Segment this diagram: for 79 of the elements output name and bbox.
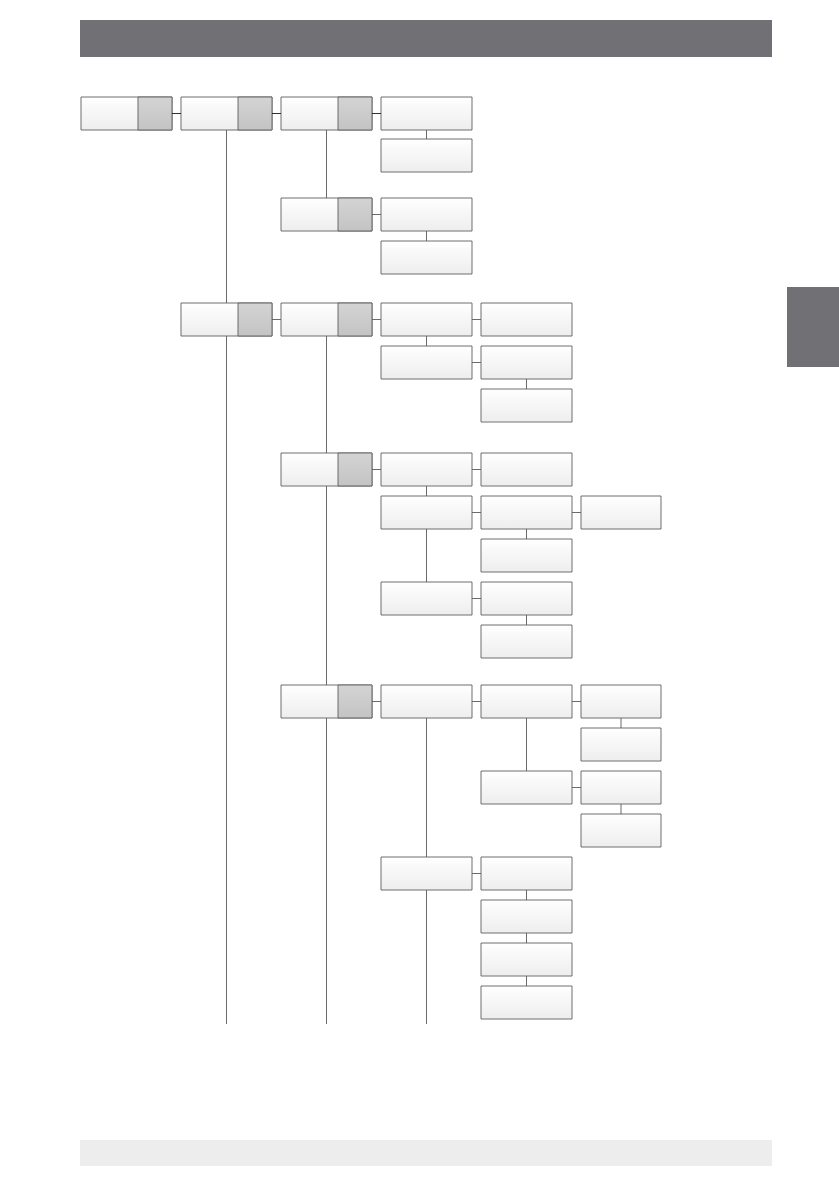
connector-line [471, 512, 482, 513]
empty-box [480, 770, 573, 805]
split-box [280, 302, 373, 337]
connector-line [571, 512, 582, 513]
empty-box [380, 302, 473, 337]
connector-line [371, 214, 382, 215]
connector-line [426, 528, 427, 583]
empty-box [480, 856, 573, 891]
connector-line [426, 129, 427, 140]
empty-box [380, 495, 473, 530]
split-box [180, 96, 273, 131]
empty-box [380, 684, 473, 719]
empty-box [580, 495, 662, 530]
connector-line [326, 717, 327, 1025]
empty-box [480, 581, 573, 616]
split-box [280, 452, 373, 487]
connector-line [426, 485, 427, 497]
connector-line [620, 803, 622, 815]
connector-line [426, 335, 427, 347]
empty-box [380, 452, 473, 487]
empty-box [580, 770, 662, 805]
connector-line [326, 485, 327, 686]
empty-box [580, 813, 662, 848]
connector-line [471, 873, 482, 874]
empty-box [480, 345, 573, 380]
connector-line [426, 717, 427, 858]
empty-box [380, 138, 473, 173]
empty-box [480, 538, 573, 573]
split-box [180, 302, 273, 337]
empty-box [480, 942, 573, 977]
empty-box [480, 495, 573, 530]
connector-line [526, 717, 527, 772]
connector-line [471, 701, 482, 702]
connector-line [526, 889, 527, 901]
connector-line [371, 469, 382, 470]
empty-box [480, 899, 573, 934]
connector-line [371, 113, 382, 114]
connector-line [526, 975, 527, 987]
connector-line [171, 113, 182, 114]
empty-box [380, 240, 473, 275]
connector-line [426, 889, 427, 1025]
connector-line [326, 335, 327, 454]
connector-line [371, 701, 382, 702]
empty-box [380, 197, 473, 232]
empty-box [580, 684, 662, 719]
connector-line [226, 129, 227, 304]
connector-line [471, 362, 482, 363]
connector-line [620, 717, 622, 729]
empty-box [580, 727, 662, 762]
connector-line [526, 378, 527, 390]
connector-line [526, 528, 527, 540]
connector-line [526, 614, 527, 626]
connector-line [426, 230, 427, 242]
empty-box [480, 985, 573, 1020]
connector-line [271, 113, 282, 114]
split-box [280, 684, 373, 719]
empty-box [380, 856, 473, 891]
connector-line [526, 932, 527, 944]
connector-line [471, 319, 482, 320]
connector-line [371, 319, 382, 320]
empty-box [480, 388, 573, 423]
connector-line [271, 319, 282, 320]
connector-line [571, 787, 582, 788]
empty-box [380, 96, 473, 131]
connector-line [326, 129, 327, 199]
side-tab [787, 287, 839, 367]
split-box [280, 96, 373, 131]
connector-line [471, 469, 482, 470]
empty-box [480, 452, 573, 487]
empty-box [380, 581, 473, 616]
split-box [80, 96, 173, 131]
empty-box [480, 624, 573, 659]
connector-line [571, 701, 582, 702]
connector-line [471, 598, 482, 599]
connector-line [226, 335, 227, 1025]
empty-box [480, 684, 573, 719]
split-box [280, 197, 373, 232]
empty-box [380, 345, 473, 380]
empty-box [480, 302, 573, 337]
